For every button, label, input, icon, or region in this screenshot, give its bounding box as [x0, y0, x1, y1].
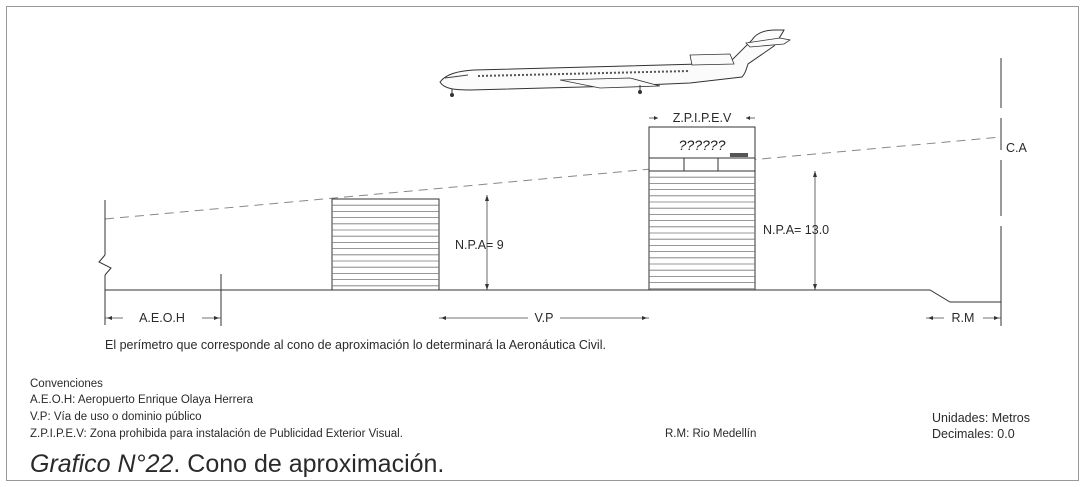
units-text: Unidades: Metros [932, 411, 1030, 425]
npa-right-dimension [813, 171, 817, 290]
left-boundary [98, 200, 112, 325]
building-right [648, 170, 756, 291]
convention-vp: V.P: Vía de uso o dominio público [30, 411, 202, 423]
convention-rm: R.M: Rio Medellín [665, 428, 756, 440]
billboard-text: ?????? [679, 137, 726, 153]
aeoh-label: A.E.O.H [139, 311, 185, 325]
zpipev-dimension [649, 116, 755, 120]
npa-right-label: N.P.A= 13.0 [763, 223, 829, 237]
conventions-heading: Convenciones [30, 378, 103, 390]
caption-title: . Cono de aproximación. [173, 450, 444, 478]
aeoh-dimension [105, 316, 221, 320]
rm-label: R.M [952, 311, 975, 325]
vp-label: V.P [534, 311, 553, 325]
rm-dimension [926, 316, 1001, 320]
vp-dimension [439, 316, 649, 320]
npa-left-label: N.P.A= 9 [455, 238, 504, 252]
building-left [331, 198, 440, 291]
frame-border [6, 6, 1079, 481]
convention-zpipev: Z.P.I.P.E.V: Zona prohibida para instala… [30, 428, 403, 440]
ground-line [105, 289, 1001, 303]
figure-caption: Grafico N°22. Cono de aproximación. [30, 450, 444, 478]
npa-left-dimension [485, 195, 489, 290]
caption-number: Grafico N°22 [30, 450, 173, 478]
decimals-text: Decimales: 0.0 [932, 427, 1015, 441]
approach-surface-line [104, 136, 1002, 220]
convention-aeoh: A.E.O.H: Aeropuerto Enrique Olaya Herrer… [30, 394, 254, 406]
perimeter-note: El perímetro que corresponde al cono de … [105, 338, 606, 352]
zpipev-label: Z.P.I.P.E.V [673, 111, 732, 125]
billboard [648, 126, 756, 172]
ca-label: C.A [1006, 141, 1028, 155]
airplane-icon [439, 29, 792, 97]
